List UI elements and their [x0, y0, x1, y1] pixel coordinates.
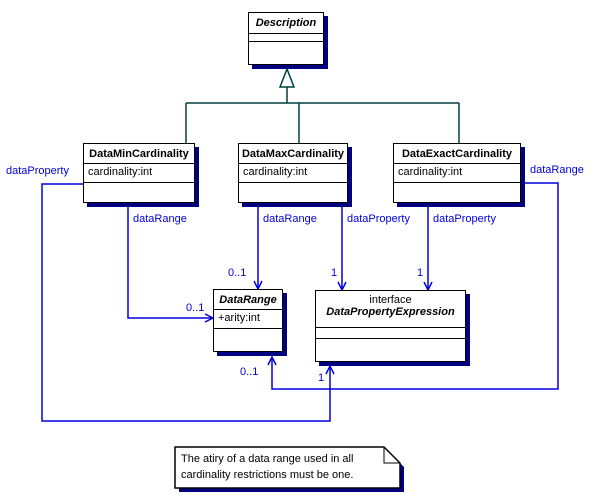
- class-title: DataRange: [219, 293, 277, 306]
- class-data-exact-cardinality: DataExactCardinality cardinality:int: [393, 143, 521, 203]
- class-title: DataMaxCardinality: [241, 147, 345, 160]
- uml-note-shape: [174, 446, 404, 492]
- generalization-triangle-icon: [278, 66, 296, 88]
- multiplicity-exact-dataProperty: 1: [417, 267, 424, 279]
- edge-label-exact-dataProperty: dataProperty: [433, 213, 496, 225]
- attributes-compartment: [249, 33, 323, 41]
- multiplicity-max-dataProperty: 1: [331, 267, 338, 279]
- attributes-compartment: [316, 327, 465, 338]
- operations-compartment: [316, 338, 465, 361]
- note-fold-icon: [383, 447, 400, 464]
- operations-compartment: [84, 182, 194, 202]
- attribute-cardinality: cardinality:int: [84, 163, 194, 182]
- class-title: DataExactCardinality: [401, 147, 513, 160]
- class-title: DataMinCardinality: [89, 147, 189, 160]
- attribute-cardinality: cardinality:int: [394, 163, 520, 182]
- edge-label-max-dataProperty: dataProperty: [347, 213, 410, 225]
- operations-compartment: [239, 182, 347, 202]
- edge-label-min-dataRange: dataRange: [133, 213, 187, 225]
- edge-label-exact-dataRange: dataRange: [530, 164, 584, 176]
- operations-compartment: [394, 182, 520, 202]
- class-data-max-cardinality: DataMaxCardinality cardinality:int: [238, 143, 348, 203]
- edge-min-dataProperty: [41, 183, 331, 422]
- attribute-arity: +arity:int: [214, 309, 282, 328]
- uml-note-text: The atiry of a data range used in all ca…: [181, 451, 353, 483]
- class-description: Description: [248, 12, 324, 65]
- class-data-min-cardinality: DataMinCardinality cardinality:int: [83, 143, 195, 203]
- class-data-range: DataRange +arity:int: [213, 289, 283, 352]
- arrow-up-icon: [325, 364, 335, 375]
- interface-title-compartment: interface DataPropertyExpression: [316, 291, 465, 327]
- multiplicity-min-dataRange: 0..1: [186, 302, 205, 314]
- class-title: Description: [255, 17, 317, 29]
- multiplicity-exact-dataRange: 0..1: [240, 366, 259, 378]
- generalization-edges: [185, 66, 460, 143]
- interface-name: DataPropertyExpression: [326, 306, 455, 318]
- edge-label-max-dataRange: dataRange: [263, 213, 317, 225]
- attribute-cardinality: cardinality:int: [239, 163, 347, 182]
- note-line-2: cardinality restrictions must be one.: [181, 469, 354, 481]
- note-body: [174, 446, 401, 489]
- edge-label-min-dataProperty: dataProperty: [6, 165, 69, 177]
- multiplicity-min-dataProperty: 1: [318, 372, 325, 384]
- note-line-1: The atiry of a data range used in all: [181, 453, 354, 465]
- operations-compartment: [214, 328, 282, 351]
- edge-exact-dataRange: [271, 182, 559, 390]
- interface-stereotype: interface: [369, 294, 412, 306]
- edge-min-dataRange: [127, 203, 212, 319]
- arrow-up-icon: [267, 355, 277, 366]
- multiplicity-max-dataRange: 0..1: [228, 267, 247, 279]
- interface-data-property-expression: interface DataPropertyExpression: [315, 290, 466, 362]
- operations-compartment: [249, 41, 323, 64]
